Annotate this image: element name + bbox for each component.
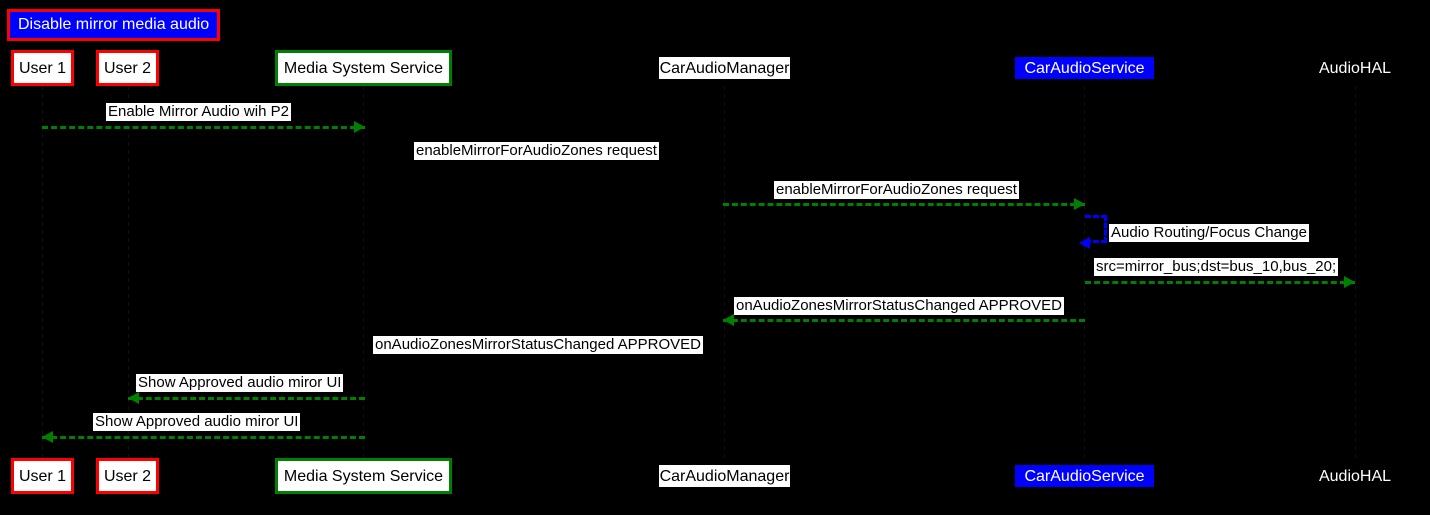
lifeline-caraudioservice (1084, 86, 1085, 458)
lifeline-caraudiomanager (724, 86, 725, 458)
participant-label: CarAudioService (1024, 467, 1145, 485)
participant-label: AudioHAL (1318, 59, 1392, 77)
lifeline-user1 (42, 86, 43, 458)
message-line-m8 (128, 397, 365, 400)
message-line-m5 (1085, 281, 1355, 284)
message-label-m6: onAudioZonesMirrorStatusChanged APPROVED (734, 297, 1065, 315)
participant-user1-bottom[interactable]: User 1 (11, 458, 74, 494)
participant-label: User 1 (18, 59, 67, 77)
participant-caraudioservice-bottom[interactable]: CarAudioService (1015, 465, 1154, 487)
message-arrowhead-m9 (42, 431, 53, 443)
participant-label: CarAudioService (1024, 59, 1145, 77)
participant-label: User 1 (18, 467, 67, 485)
message-label-m3: enableMirrorForAudioZones request (774, 181, 1019, 199)
participant-audiohal-bottom[interactable]: AudioHAL (1311, 465, 1399, 487)
diagram-title: Disable mirror media audio (7, 9, 221, 41)
participant-label: CarAudioManager (659, 467, 790, 485)
message-label-m2: enableMirrorForAudioZones request (414, 142, 659, 160)
message-arrowhead-m6 (723, 314, 734, 326)
participant-label: AudioHAL (1318, 467, 1392, 485)
lifeline-mediasystem (363, 86, 364, 458)
participant-label: User 2 (103, 467, 152, 485)
message-line-m1 (42, 126, 365, 129)
message-arrowhead-m1 (354, 121, 365, 133)
message-line-m9 (42, 436, 365, 439)
participant-caraudiomanager-bottom[interactable]: CarAudioManager (659, 465, 790, 487)
message-label-m7: onAudioZonesMirrorStatusChanged APPROVED (373, 336, 704, 354)
lifeline-audiohal (1355, 86, 1356, 458)
message-label-m5: src=mirror_bus;dst=bus_10,bus_20; (1094, 258, 1339, 276)
self-message-loop-m4 (1085, 215, 1107, 243)
participant-caraudioservice-top[interactable]: CarAudioService (1015, 57, 1154, 79)
participant-label: CarAudioManager (659, 59, 790, 77)
participant-user2-top[interactable]: User 2 (96, 50, 159, 86)
participant-label: User 2 (103, 59, 152, 77)
participant-label: Media System Service (283, 467, 444, 485)
message-line-m3 (723, 203, 1085, 206)
message-arrowhead-m8 (128, 392, 139, 404)
message-label-m9: Show Approved audio miror UI (93, 413, 301, 431)
message-arrowhead-m5 (1344, 276, 1355, 288)
message-line-m6 (723, 319, 1085, 322)
message-label-m1: Enable Mirror Audio wih P2 (106, 103, 291, 121)
message-label-m8: Show Approved audio miror UI (136, 374, 344, 392)
message-arrowhead-m3 (1074, 198, 1085, 210)
self-message-arrowhead-m4 (1079, 237, 1090, 249)
participant-label: Media System Service (283, 59, 444, 77)
participant-caraudiomanager-top[interactable]: CarAudioManager (659, 57, 790, 79)
participant-audiohal-top[interactable]: AudioHAL (1311, 57, 1399, 79)
participant-mediasystem-bottom[interactable]: Media System Service (275, 458, 452, 494)
lifeline-user2 (128, 86, 129, 458)
message-label-m4: Audio Routing/Focus Change (1109, 224, 1309, 242)
participant-mediasystem-top[interactable]: Media System Service (275, 50, 452, 86)
participant-user2-bottom[interactable]: User 2 (96, 458, 159, 494)
participant-user1-top[interactable]: User 1 (11, 50, 74, 86)
